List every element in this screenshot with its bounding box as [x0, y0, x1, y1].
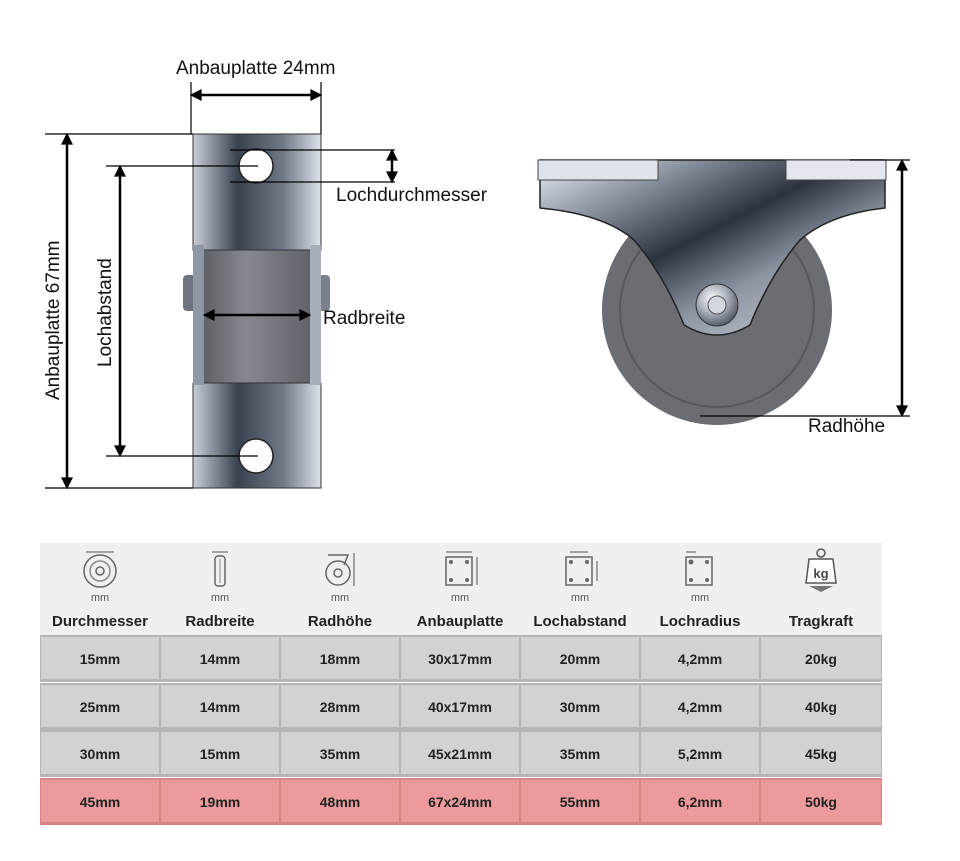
header-anbauplatte: mm Anbauplatte	[400, 543, 520, 635]
table-cell: 30mm	[521, 684, 639, 727]
table-cell: 45kg	[761, 732, 881, 774]
unit-label: mm	[690, 592, 710, 604]
table-cell: 50kg	[761, 779, 881, 822]
hole-radius-icon	[685, 551, 713, 586]
unit-label: mm	[90, 592, 110, 604]
unit-label: mm	[450, 592, 470, 604]
table-cell: 20kg	[761, 637, 881, 679]
table-cell: 67x24mm	[401, 779, 519, 822]
table-cell: 40x17mm	[401, 684, 519, 727]
table-cell: 14mm	[161, 637, 279, 679]
table-cell: 30x17mm	[401, 637, 519, 679]
caster-drawing	[45, 82, 910, 490]
wheel-height-icon	[325, 553, 355, 586]
wheel-diameter-icon	[83, 551, 117, 588]
unit-label: mm	[570, 592, 590, 604]
table-cell: 35mm	[521, 732, 639, 774]
header-lochabstand: mm Lochabstand	[520, 543, 640, 635]
table-cell: 5,2mm	[641, 732, 759, 774]
table-cell: 14mm	[161, 684, 279, 727]
table-cell: 30mm	[41, 732, 159, 774]
dimension-lines	[45, 82, 910, 490]
header-durchmesser: mm Durchmesser	[40, 543, 160, 635]
table-cell: 40kg	[761, 684, 881, 727]
header-radhoehe: mm Radhöhe	[280, 543, 400, 635]
spec-table: mm Durchmesser mm Radbreite mm Radhöhe	[40, 543, 882, 828]
table-cell: 35mm	[281, 732, 399, 774]
header-tragkraft: kg Tragkraft	[760, 543, 882, 635]
wheel-width-icon	[212, 551, 228, 587]
hole-diameter-label: Lochdurchmesser	[336, 185, 488, 206]
table-cell: 25mm	[41, 684, 159, 727]
header-radbreite: mm Radbreite	[160, 543, 280, 635]
hole-spacing-icon	[565, 551, 598, 586]
mounting-plate-icon	[445, 551, 478, 586]
header-label: Radbreite	[185, 613, 255, 630]
table-cell: 48mm	[281, 779, 399, 822]
table-cell: 55mm	[521, 779, 639, 822]
header-label: Anbauplatte	[416, 613, 504, 630]
caster-diagram: Anbauplatte 24mm Lochdurchmesser Anbaupl…	[43, 58, 910, 490]
table-cell: 4,2mm	[641, 684, 759, 727]
side-view-caster	[537, 159, 887, 425]
header-label: Lochabstand	[533, 613, 627, 630]
weight-icon: kg	[805, 548, 837, 592]
table-cell: 18mm	[281, 637, 399, 679]
front-view-caster	[183, 133, 330, 489]
plate-width-label: Anbauplatte 24mm	[176, 58, 336, 79]
header-label: Durchmesser	[52, 613, 148, 630]
header-label: Radhöhe	[307, 613, 373, 630]
weight-icon-text: kg	[813, 566, 828, 581]
table-cell: 45x21mm	[401, 732, 519, 774]
unit-label: mm	[210, 592, 230, 604]
table-cell: 45mm	[41, 779, 159, 822]
table-cell: 6,2mm	[641, 779, 759, 822]
unit-label: mm	[330, 592, 350, 604]
table-cell: 4,2mm	[641, 637, 759, 679]
header-label: Lochradius	[659, 613, 741, 630]
table-cell: 19mm	[161, 779, 279, 822]
wheel-height-label: Radhöhe	[808, 416, 886, 437]
header-lochradius: mm Lochradius	[640, 543, 760, 635]
table-cell: 15mm	[41, 637, 159, 679]
table-cell: 20mm	[521, 637, 639, 679]
wheel-width-label: Radbreite	[323, 308, 406, 329]
hole-spacing-label: Lochabstand	[95, 258, 116, 367]
plate-height-label: Anbauplatte 67mm	[43, 240, 64, 401]
table-cell: 28mm	[281, 684, 399, 727]
header-label: Tragkraft	[788, 613, 854, 630]
table-cell: 15mm	[161, 732, 279, 774]
table-header-row: mm Durchmesser mm Radbreite mm Radhöhe	[40, 543, 882, 635]
